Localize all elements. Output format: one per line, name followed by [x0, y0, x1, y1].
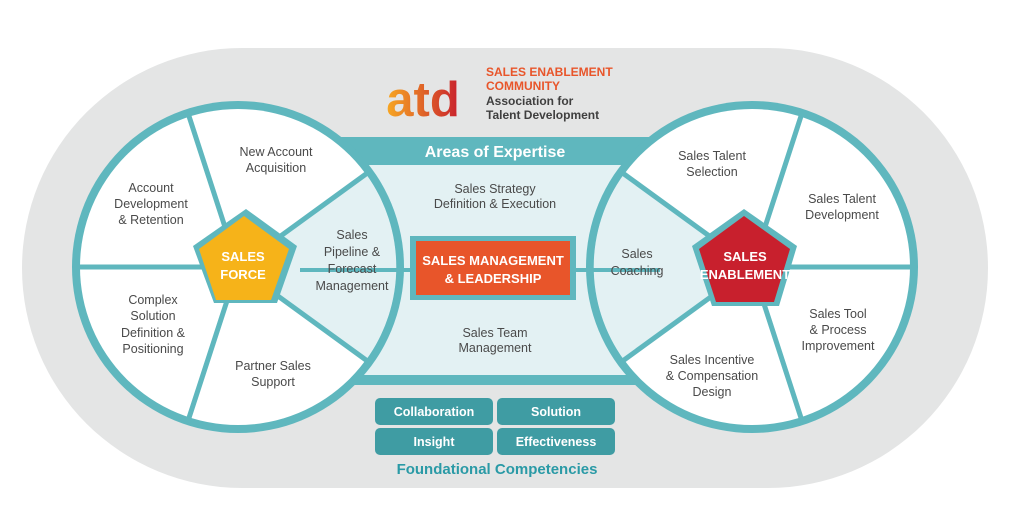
- logo-line-1: SALES ENABLEMENT: [486, 65, 613, 79]
- left-segment-pipeline: [238, 174, 397, 360]
- center-top-label: Sales Strategy Definition & Execution: [434, 182, 556, 211]
- logo-line-4: Talent Development: [486, 108, 599, 122]
- wheel-divider: [260, 282, 369, 364]
- right-hub: [699, 216, 790, 302]
- segment-line: Pipeline &: [324, 245, 381, 259]
- left-segment-complex-solution: Complex Solution Definition & Positionin…: [121, 293, 186, 356]
- competency-solution: [497, 398, 615, 425]
- segment-line: Sales: [336, 228, 367, 242]
- right-segment-talent-development: Sales Talent Development: [805, 192, 879, 222]
- right-segment-coaching: [593, 174, 752, 360]
- right-hub-line-2: ENABLEMENT: [700, 267, 790, 282]
- center-box-line-2: & LEADERSHIP: [445, 271, 542, 286]
- segment-line: Development: [114, 197, 188, 211]
- wheel-divider: [186, 114, 232, 240]
- right-hub-line-1: SALES: [723, 249, 767, 264]
- atd-logo: atd: [386, 73, 460, 127]
- logo-line-2: COMMUNITY: [486, 79, 560, 93]
- right-segment-tool-process: Sales Tool & Process Improvement: [802, 307, 875, 353]
- center-top-line: Definition & Execution: [434, 197, 556, 211]
- left-segment-pipeline-label: Sales Pipeline & Forecast Management: [316, 228, 389, 293]
- segment-line: Sales Talent: [808, 192, 876, 206]
- segment-line: Solution: [130, 309, 175, 323]
- segment-line: Improvement: [802, 339, 875, 353]
- segment-line: Sales: [621, 247, 652, 261]
- left-segment-account-development: Account Development & Retention: [114, 181, 188, 227]
- segment-line: New Account: [240, 145, 313, 159]
- segment-line: Account: [128, 181, 174, 195]
- left-hub-line-2: FORCE: [220, 267, 266, 282]
- center-bottom-line: Sales Team: [462, 326, 527, 340]
- segment-line: Definition &: [121, 326, 186, 340]
- segment-line: Sales Tool: [809, 307, 866, 321]
- segment-line: Development: [805, 208, 879, 222]
- competency-label: Effectiveness: [516, 435, 597, 449]
- segment-line: Forecast: [328, 262, 377, 276]
- segment-line: & Compensation: [666, 369, 758, 383]
- wheel-divider: [758, 114, 804, 240]
- competency-grid: Collaboration Solution Insight Effective…: [375, 398, 615, 455]
- segment-line: Coaching: [611, 264, 664, 278]
- segment-line: Management: [316, 279, 389, 293]
- segment-line: Design: [693, 385, 732, 399]
- segment-line: Sales Talent: [678, 149, 746, 163]
- left-hub: [199, 216, 289, 300]
- segment-line: Selection: [686, 165, 737, 179]
- logo-line-3: Association for: [486, 94, 574, 108]
- left-hub-line-1: SALES: [221, 249, 265, 264]
- segment-line: Sales Incentive: [670, 353, 755, 367]
- segment-line: & Retention: [118, 213, 183, 227]
- competency-effectiveness: [497, 428, 615, 455]
- left-segment-partner-sales: Partner Sales Support: [235, 359, 311, 389]
- center-box: [416, 241, 570, 295]
- competency-label: Collaboration: [394, 405, 475, 419]
- foundational-competencies-title: Foundational Competencies: [397, 461, 598, 478]
- left-wheel: [72, 101, 404, 433]
- left-segment-new-account: New Account Acquisition: [240, 145, 313, 175]
- competency-insight: [375, 428, 493, 455]
- segment-line: Acquisition: [246, 161, 306, 175]
- segment-line: Support: [251, 375, 295, 389]
- segment-line: Complex: [128, 293, 178, 307]
- right-segment-incentive: Sales Incentive & Compensation Design: [666, 353, 758, 399]
- competency-collaboration: [375, 398, 493, 425]
- bottom-bar: [300, 375, 660, 385]
- areas-of-expertise-title: Areas of Expertise: [425, 144, 566, 161]
- right-segment-coaching-label: Sales Coaching: [611, 247, 664, 278]
- center-top-line: Sales Strategy: [454, 182, 536, 196]
- segment-line: Positioning: [122, 342, 183, 356]
- center-bottom-line: Management: [459, 341, 532, 355]
- competency-label: Solution: [531, 405, 581, 419]
- center-box-line-1: SALES MANAGEMENT: [422, 253, 564, 268]
- wheel-divider: [758, 294, 804, 420]
- right-wheel: [586, 101, 918, 433]
- wheel-divider: [186, 294, 232, 420]
- center-bottom-label: Sales Team Management: [459, 326, 532, 355]
- segment-line: & Process: [810, 323, 867, 337]
- segment-line: Partner Sales: [235, 359, 311, 373]
- competency-label: Insight: [414, 435, 456, 449]
- right-segment-talent-selection: Sales Talent Selection: [678, 149, 746, 179]
